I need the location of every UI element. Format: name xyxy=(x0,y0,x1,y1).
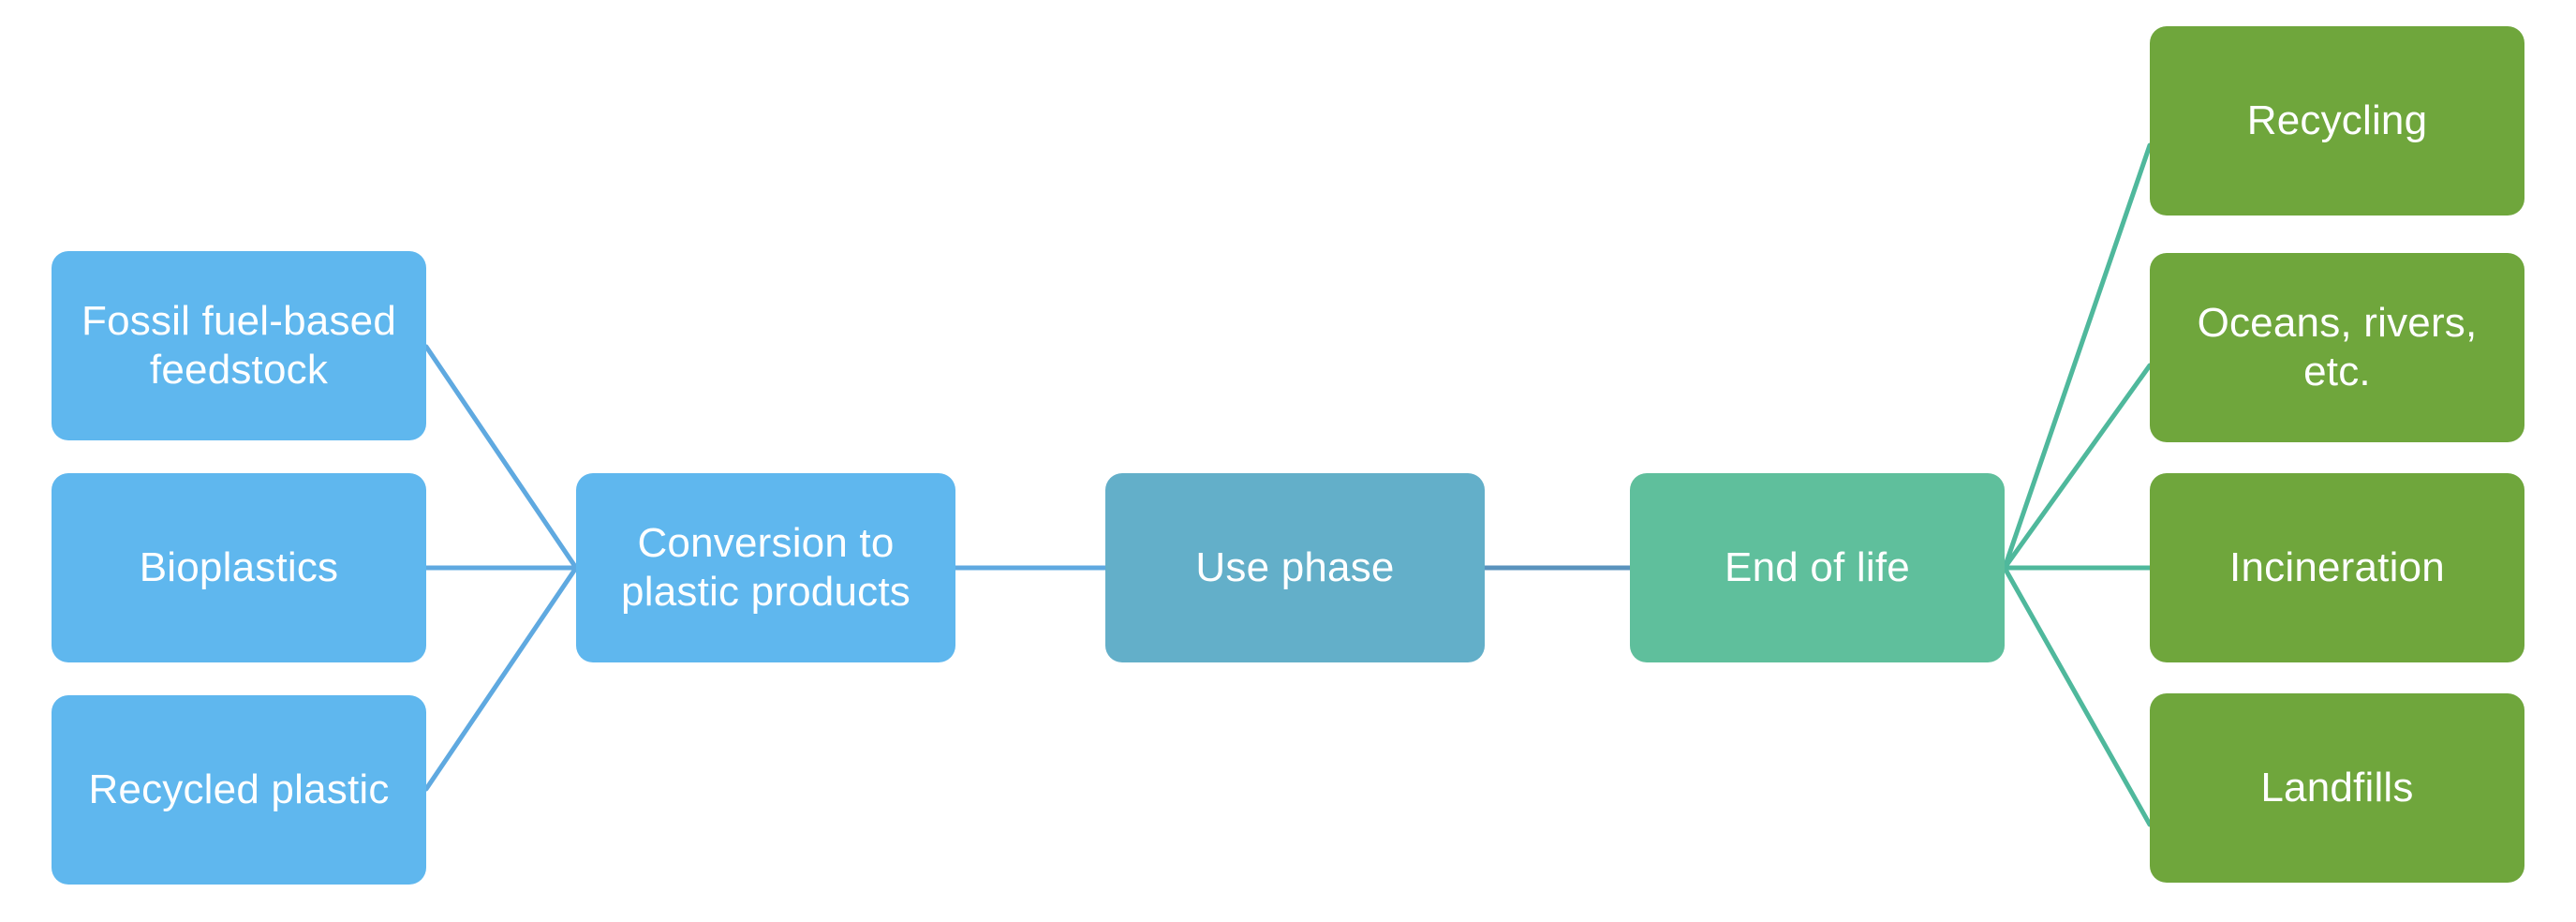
node-oceans-rivers-etc[interactable]: Oceans, rivers, etc. xyxy=(2150,253,2524,442)
node-landfills[interactable]: Landfills xyxy=(2150,693,2524,883)
node-label-conversion-to-plastic-products: Conversion to plastic products xyxy=(621,520,910,615)
node-label-bioplastics: Bioplastics xyxy=(139,544,339,591)
node-recycling[interactable]: Recycling xyxy=(2150,26,2524,216)
node-label-landfills: Landfills xyxy=(2260,765,2414,811)
node-use-phase[interactable]: Use phase xyxy=(1105,473,1485,662)
node-recycled-plastic[interactable]: Recycled plastic xyxy=(52,695,426,885)
node-incineration[interactable]: Incineration xyxy=(2150,473,2524,662)
node-label-oceans-rivers-etc: Oceans, rivers, etc. xyxy=(2197,300,2478,394)
node-label-end-of-life: End of life xyxy=(1725,544,1910,591)
node-label-recycling: Recycling xyxy=(2246,97,2428,144)
node-conversion-to-plastic-products[interactable]: Conversion to plastic products xyxy=(576,473,955,662)
node-end-of-life[interactable]: End of life xyxy=(1630,473,2005,662)
node-label-incineration: Incineration xyxy=(2229,544,2445,591)
edge-end-of-life-to-recycling xyxy=(2002,142,2153,571)
node-label-recycled-plastic: Recycled plastic xyxy=(88,766,390,813)
edge-end-of-life-to-landfills xyxy=(2002,565,2153,827)
node-label-use-phase: Use phase xyxy=(1195,544,1395,591)
node-bioplastics[interactable]: Bioplastics xyxy=(52,473,426,662)
edge-fossil-to-conversion xyxy=(423,344,579,571)
edge-recycled-to-conversion xyxy=(423,565,579,792)
edge-end-of-life-to-oceans xyxy=(2002,363,2153,571)
node-fossil-fuel-feedstock[interactable]: Fossil fuel-based feedstock xyxy=(52,251,426,440)
node-label-fossil-fuel-feedstock: Fossil fuel-based feedstock xyxy=(81,298,396,393)
